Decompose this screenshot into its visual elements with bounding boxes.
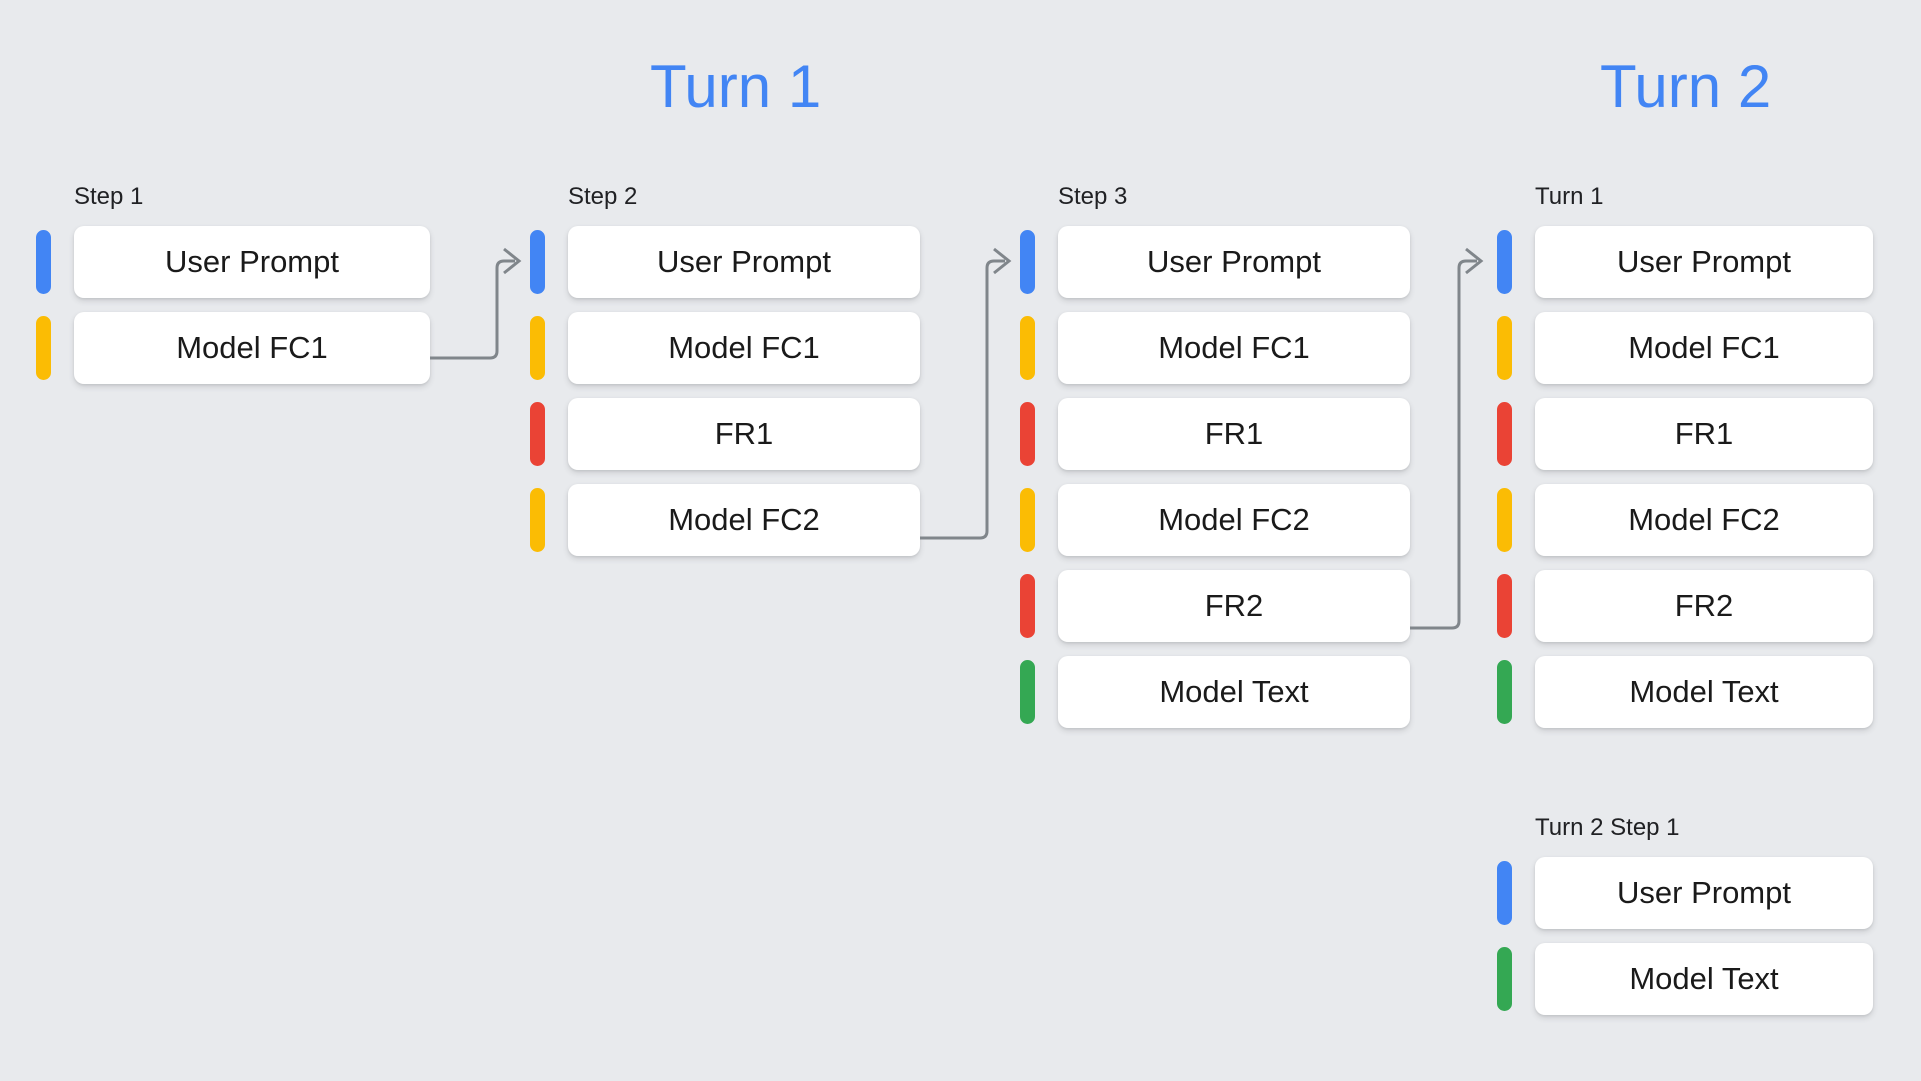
status-bar-blue-icon	[530, 230, 545, 294]
row-list-turn2-turn1: User Prompt Model FC1 FR1 Model FC2 FR2 …	[1497, 226, 1873, 728]
card-label[interactable]: FR1	[1535, 398, 1873, 470]
arrowhead-icon	[993, 247, 1012, 275]
column-label-step-3: Step 3	[1058, 183, 1128, 210]
list-item[interactable]: User Prompt	[1497, 857, 1873, 929]
column-turn2-step1: Turn 2 Step 1 User Prompt Model Text	[1497, 816, 1873, 1015]
list-item[interactable]: FR2	[1020, 570, 1410, 642]
list-item[interactable]: FR1	[1020, 398, 1410, 470]
column-label-step-1: Step 1	[74, 183, 144, 210]
status-bar-yellow-icon	[1020, 316, 1035, 380]
list-item[interactable]: User Prompt	[1497, 226, 1873, 298]
status-bar-yellow-icon	[36, 316, 51, 380]
list-item[interactable]: Model FC2	[1020, 484, 1410, 556]
card-label[interactable]: User Prompt	[1535, 226, 1873, 298]
card-label[interactable]: FR2	[1058, 570, 1410, 642]
column-step-3: Step 3 User Prompt Model FC1 FR1 Model F…	[1020, 185, 1410, 728]
card-label[interactable]: Model FC1	[1058, 312, 1410, 384]
column-label-turn2-turn1: Turn 1	[1535, 183, 1604, 210]
list-item[interactable]: Model FC1	[530, 312, 920, 384]
status-bar-yellow-icon	[1497, 488, 1512, 552]
row-list-step-1: User Prompt Model FC1	[36, 226, 430, 384]
list-item[interactable]: Model FC1	[36, 312, 430, 384]
column-turn2-turn1: Turn 1 User Prompt Model FC1 FR1 Model F…	[1497, 185, 1873, 728]
card-label[interactable]: Model FC2	[568, 484, 920, 556]
section-title-turn-1: Turn 1	[650, 53, 822, 120]
card-label[interactable]: User Prompt	[74, 226, 430, 298]
status-bar-red-icon	[1497, 574, 1512, 638]
card-label[interactable]: User Prompt	[1058, 226, 1410, 298]
list-item[interactable]: FR2	[1497, 570, 1873, 642]
column-step-1: Step 1 User Prompt Model FC1	[36, 185, 430, 384]
list-item[interactable]: User Prompt	[1020, 226, 1410, 298]
card-label[interactable]: User Prompt	[568, 226, 920, 298]
card-label[interactable]: Model FC2	[1535, 484, 1873, 556]
list-item[interactable]: Model Text	[1497, 656, 1873, 728]
status-bar-blue-icon	[36, 230, 51, 294]
status-bar-red-icon	[1020, 574, 1035, 638]
list-item[interactable]: User Prompt	[530, 226, 920, 298]
row-list-step-3: User Prompt Model FC1 FR1 Model FC2 FR2 …	[1020, 226, 1410, 728]
row-list-turn2-step1: User Prompt Model Text	[1497, 857, 1873, 1015]
status-bar-green-icon	[1497, 947, 1512, 1011]
list-item[interactable]: Model Text	[1497, 943, 1873, 1015]
status-bar-yellow-icon	[530, 316, 545, 380]
card-label[interactable]: FR2	[1535, 570, 1873, 642]
list-item[interactable]: Model FC2	[1497, 484, 1873, 556]
list-item[interactable]: FR1	[530, 398, 920, 470]
status-bar-red-icon	[1020, 402, 1035, 466]
status-bar-yellow-icon	[530, 488, 545, 552]
column-label-turn2-step1: Turn 2 Step 1	[1535, 814, 1680, 841]
status-bar-green-icon	[1020, 660, 1035, 724]
section-title-turn-2: Turn 2	[1600, 53, 1772, 120]
arrowhead-icon	[503, 247, 522, 275]
arrowhead-icon	[1465, 247, 1484, 275]
card-label[interactable]: FR1	[1058, 398, 1410, 470]
status-bar-green-icon	[1497, 660, 1512, 724]
card-label[interactable]: Model Text	[1535, 656, 1873, 728]
card-label[interactable]: Model FC1	[74, 312, 430, 384]
status-bar-red-icon	[1497, 402, 1512, 466]
status-bar-red-icon	[530, 402, 545, 466]
row-list-step-2: User Prompt Model FC1 FR1 Model FC2	[530, 226, 920, 556]
list-item[interactable]: FR1	[1497, 398, 1873, 470]
status-bar-blue-icon	[1497, 230, 1512, 294]
card-label[interactable]: Model Text	[1058, 656, 1410, 728]
list-item[interactable]: User Prompt	[36, 226, 430, 298]
card-label[interactable]: FR1	[568, 398, 920, 470]
status-bar-blue-icon	[1020, 230, 1035, 294]
card-label[interactable]: Model FC1	[1535, 312, 1873, 384]
card-label[interactable]: Model Text	[1535, 943, 1873, 1015]
status-bar-yellow-icon	[1020, 488, 1035, 552]
column-label-step-2: Step 2	[568, 183, 638, 210]
status-bar-yellow-icon	[1497, 316, 1512, 380]
list-item[interactable]: Model FC1	[1497, 312, 1873, 384]
status-bar-blue-icon	[1497, 861, 1512, 925]
card-label[interactable]: User Prompt	[1535, 857, 1873, 929]
card-label[interactable]: Model FC2	[1058, 484, 1410, 556]
list-item[interactable]: Model FC1	[1020, 312, 1410, 384]
list-item[interactable]: Model Text	[1020, 656, 1410, 728]
list-item[interactable]: Model FC2	[530, 484, 920, 556]
card-label[interactable]: Model FC1	[568, 312, 920, 384]
column-step-2: Step 2 User Prompt Model FC1 FR1 Model F…	[530, 185, 920, 556]
